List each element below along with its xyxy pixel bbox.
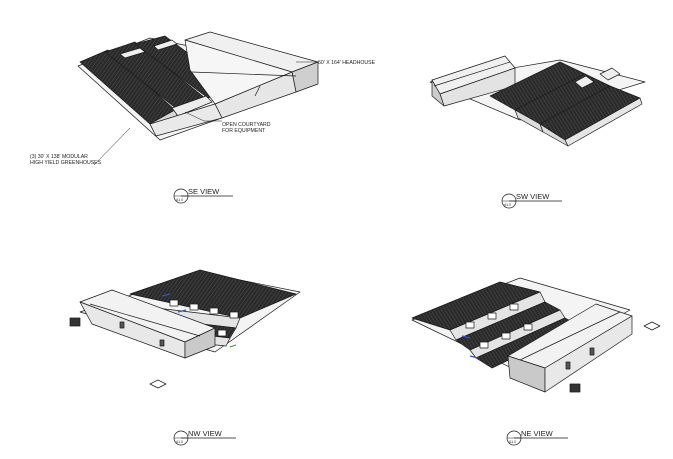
ne-view-model xyxy=(411,277,661,393)
greenhouses-callout-line1: (3) 30' X 138' MODULAR xyxy=(30,154,88,160)
sw-view-model xyxy=(429,55,646,147)
sw-view-title: SW VIEW xyxy=(516,192,550,201)
ne-view-title: NE VIEW xyxy=(521,429,554,438)
se-view-model xyxy=(77,31,319,141)
greenhouse-roof xyxy=(129,269,297,319)
greenhouses-callout-line2: HIGH YIELD GREENHOUSES xyxy=(30,160,102,166)
se-view-title-block: A1.0 SE VIEW xyxy=(173,187,233,204)
nw-view-model xyxy=(69,269,301,389)
ne-view-bubble: A1.0 xyxy=(509,440,516,444)
nw-view-title: NW VIEW xyxy=(188,429,223,438)
sw-view-bubble: A1.0 xyxy=(504,203,511,207)
se-view-title: SE VIEW xyxy=(188,187,220,196)
se-view-bubble: A1.0 xyxy=(176,198,183,202)
sw-view-title-block: A1.0 SW VIEW xyxy=(501,192,562,209)
se-view-callouts xyxy=(93,61,316,166)
ne-view-title-block: A1.0 NE VIEW xyxy=(506,429,568,446)
headhouse-callout: 60' X 164' HEADHOUSE xyxy=(318,60,376,66)
nw-view-bubble: A1.0 xyxy=(176,440,183,444)
nw-view-title-block: A1.0 NW VIEW xyxy=(173,429,236,446)
courtyard-callout-line2: FOR EQUIPMENT xyxy=(222,128,266,134)
courtyard-callout-line1: OPEN COURTYARD xyxy=(222,122,271,128)
